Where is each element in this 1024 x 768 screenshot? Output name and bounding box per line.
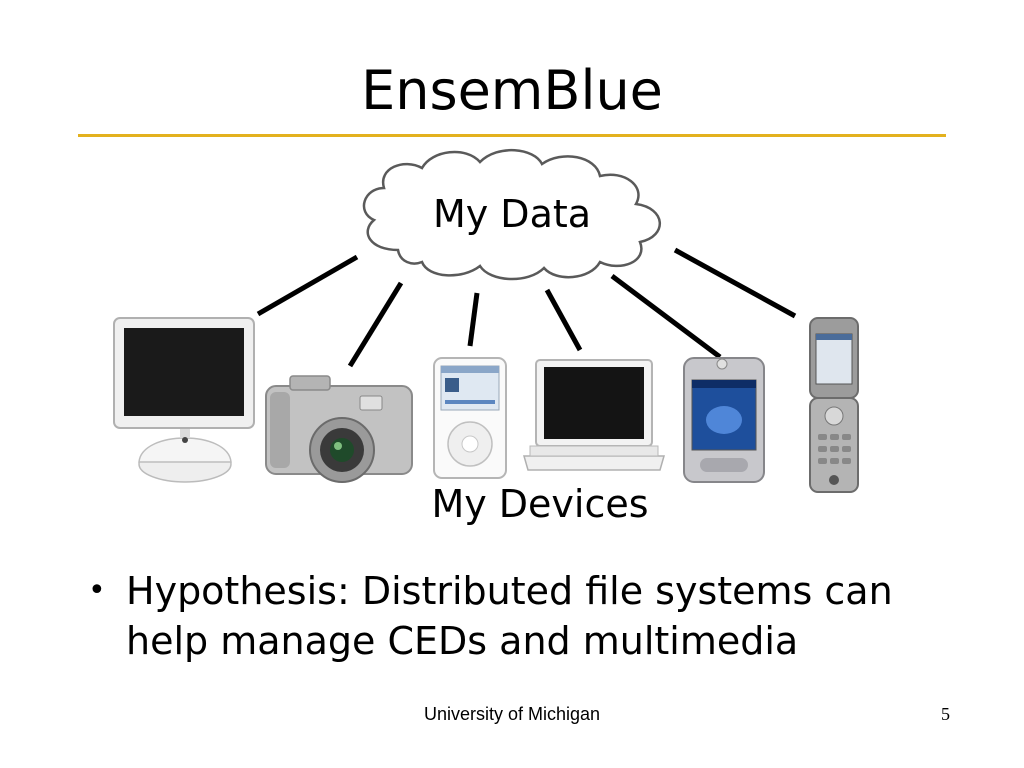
bullet-text: Hypothesis: Distributed file systems can…: [126, 566, 966, 666]
desktop-computer-icon: [114, 318, 254, 482]
flip-phone-icon: [810, 318, 858, 492]
devices-label: My Devices: [380, 480, 700, 528]
digital-camera-icon: [266, 376, 412, 482]
connector-line: [258, 257, 357, 314]
footer-text: University of Michigan: [0, 704, 1024, 725]
cloud-label: My Data: [372, 190, 652, 238]
laptop-icon: [524, 360, 664, 470]
connector-line: [547, 290, 580, 350]
connector-line: [675, 250, 795, 316]
page-number: 5: [920, 704, 950, 725]
bullet-symbol: •: [88, 566, 106, 616]
connector-line: [612, 276, 720, 357]
connector-line: [350, 283, 401, 366]
music-player-icon: [434, 358, 506, 478]
connector-line: [470, 293, 477, 346]
pda-icon: [684, 358, 764, 482]
